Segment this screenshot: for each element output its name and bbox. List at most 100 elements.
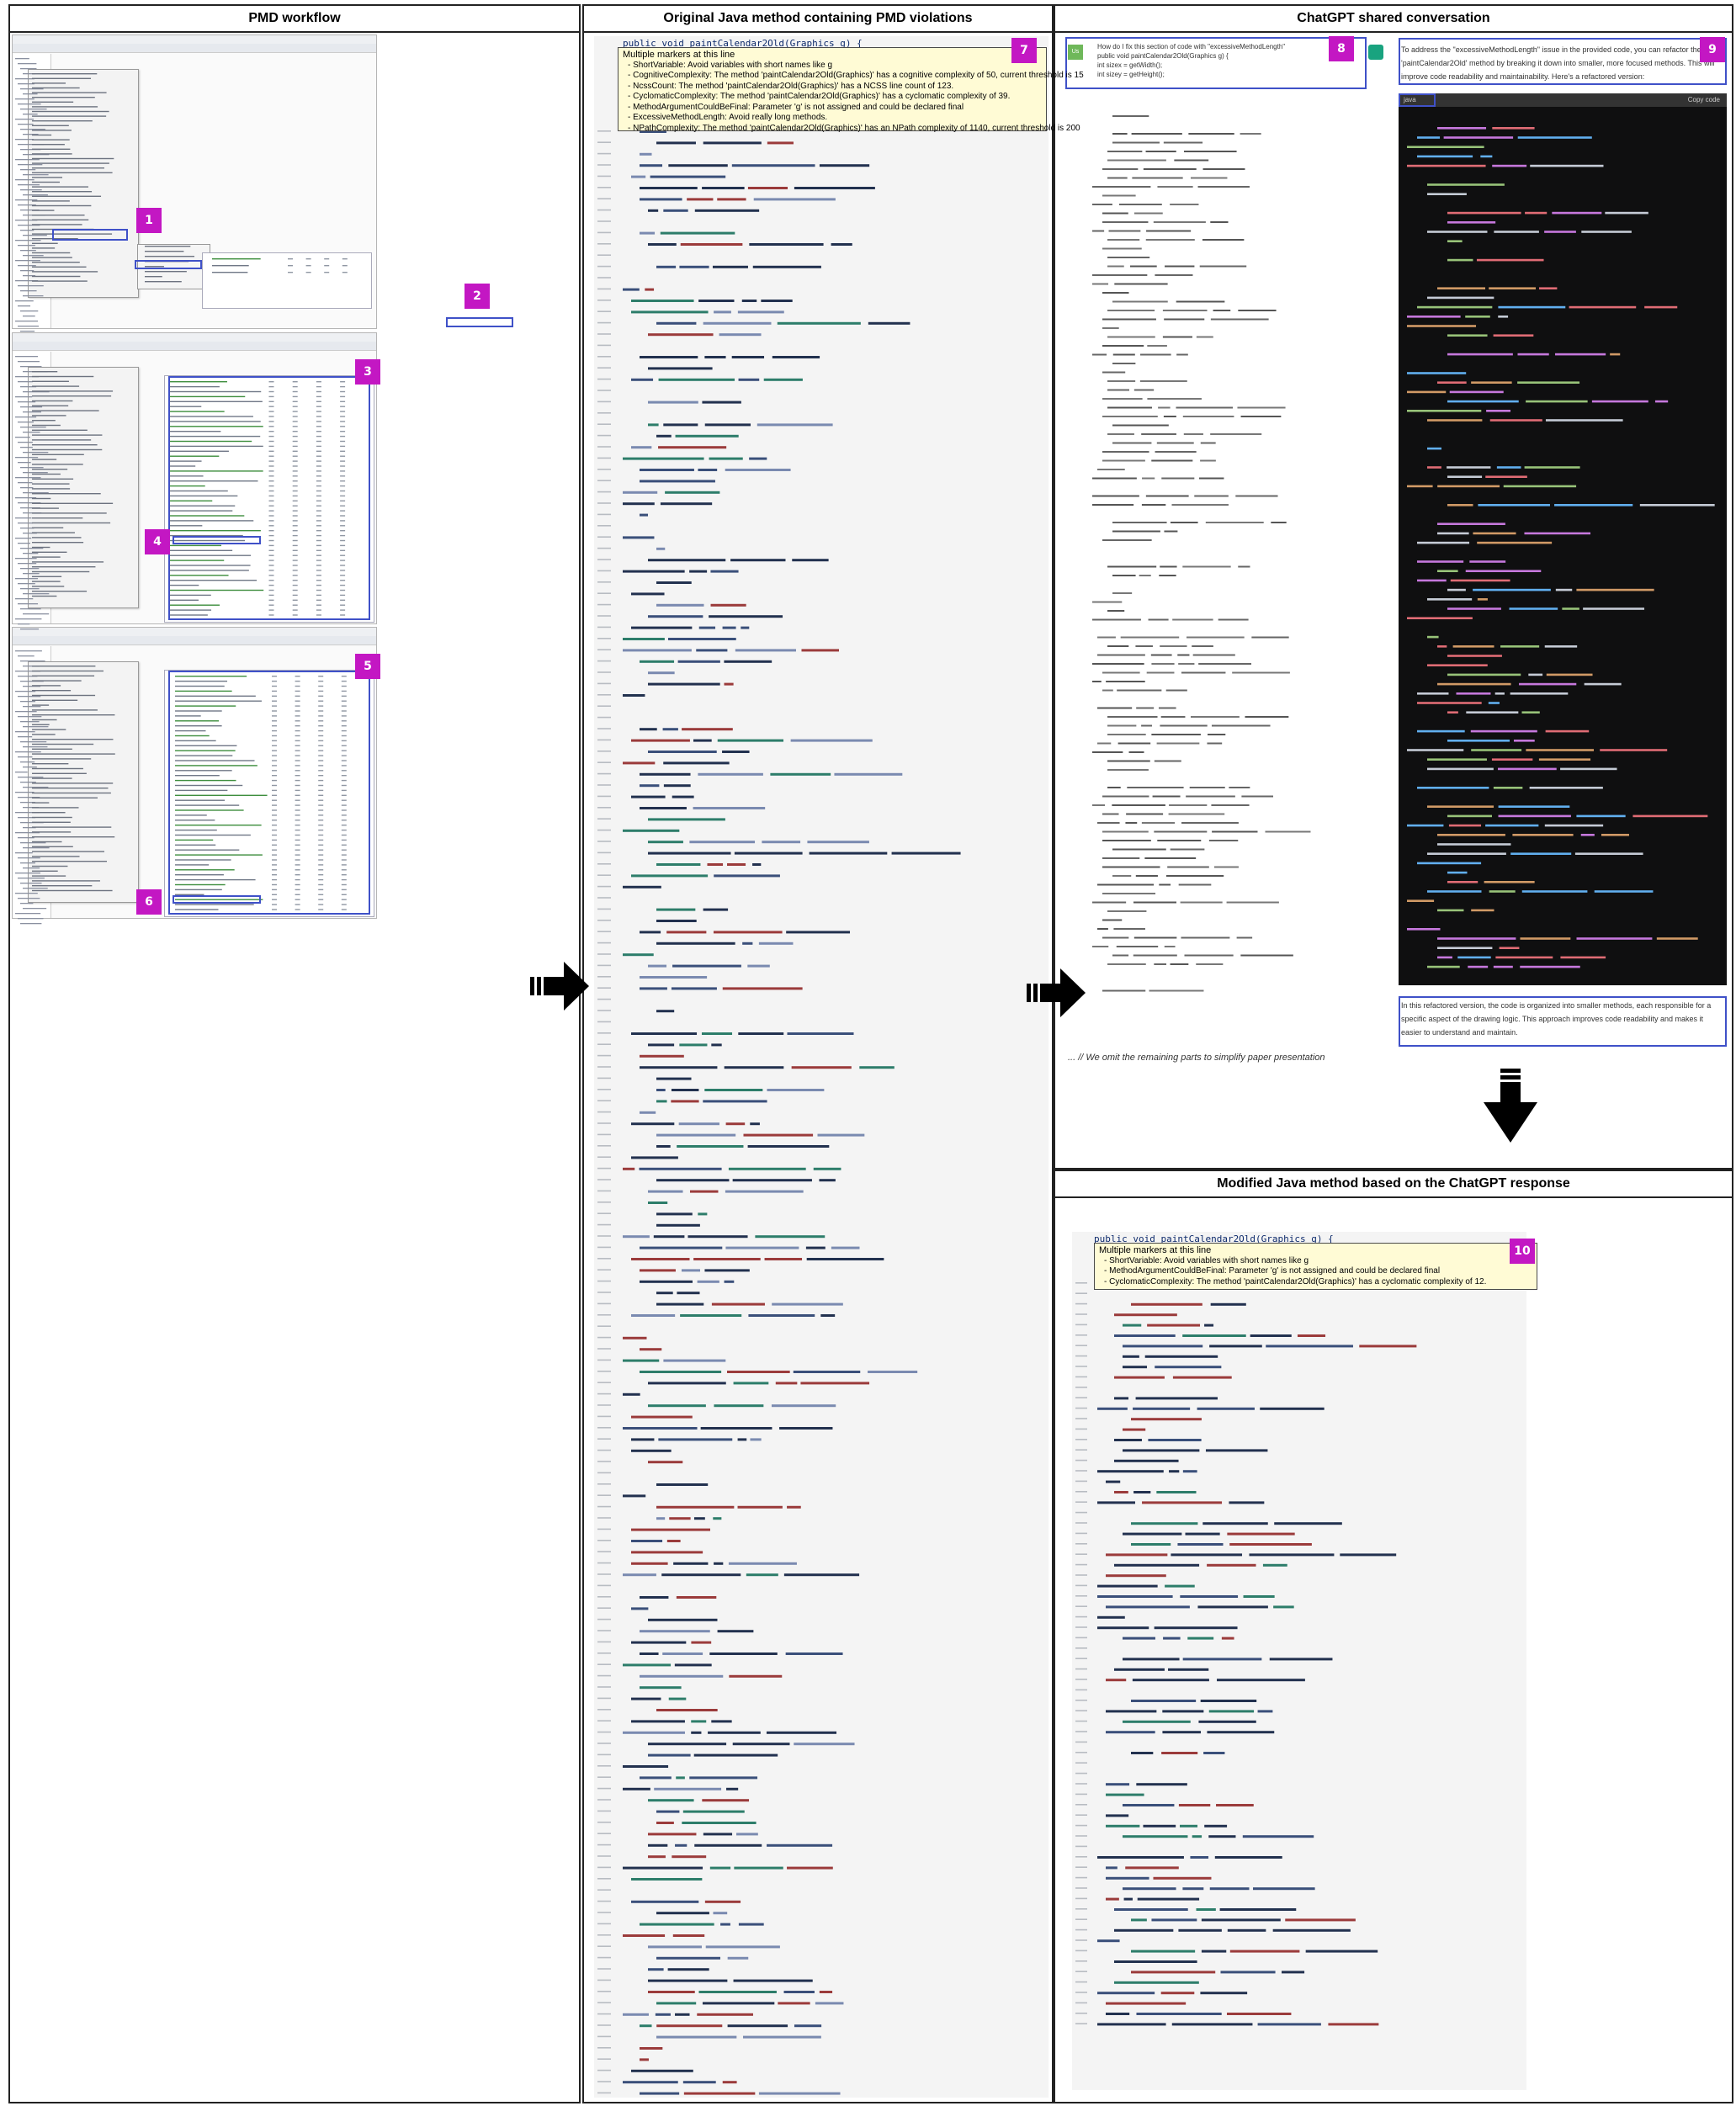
code-token	[1581, 231, 1632, 233]
line-number	[597, 559, 611, 560]
code-token	[668, 1697, 687, 1700]
line-number	[597, 1280, 611, 1282]
code-token	[631, 300, 694, 302]
code-token	[794, 187, 875, 189]
code-token	[738, 1923, 764, 1926]
code-token	[1129, 265, 1157, 268]
code-token	[631, 795, 666, 798]
code-token	[1221, 1637, 1234, 1640]
code-token	[1112, 353, 1135, 356]
code-token	[1493, 334, 1534, 337]
line-number	[597, 1584, 611, 1587]
code-token	[689, 1776, 758, 1780]
code-token	[698, 469, 718, 471]
code-token	[1437, 937, 1516, 940]
code-token	[755, 1235, 826, 1239]
code-token	[750, 1122, 760, 1126]
code-token	[713, 931, 783, 934]
code-token	[1181, 822, 1239, 824]
line-number	[1075, 1845, 1087, 1848]
line-number	[597, 1314, 611, 1316]
code-token	[691, 1641, 712, 1644]
line-number	[1075, 1522, 1087, 1524]
code-token	[1196, 336, 1213, 338]
code-token	[1273, 1605, 1294, 1609]
code-token	[1252, 1887, 1315, 1891]
copy-code-button[interactable]: Copy code	[1687, 96, 1720, 103]
code-token	[1632, 814, 1708, 818]
code-token	[623, 1663, 672, 1667]
code-token	[648, 1743, 727, 1746]
code-token	[648, 1618, 718, 1621]
code-token	[1576, 814, 1626, 818]
code-token	[1151, 734, 1201, 735]
code-token	[752, 863, 762, 866]
code-token	[1164, 530, 1178, 533]
code-token	[703, 1100, 767, 1103]
code-token	[1097, 1992, 1155, 1995]
code-token	[1107, 716, 1158, 718]
code-token	[1242, 1835, 1314, 1838]
code-token	[1249, 1553, 1335, 1557]
line-number	[597, 1709, 611, 1711]
code-token	[702, 1799, 750, 1802]
code-token	[1092, 230, 1105, 232]
line-number	[1075, 1752, 1087, 1753]
code-token	[1097, 1407, 1128, 1410]
code-token	[785, 1652, 843, 1655]
code-token	[1182, 1470, 1197, 1473]
line-number	[1075, 2013, 1087, 2014]
user-question: How do I fix this section of code with "…	[1097, 42, 1350, 79]
code-token	[1097, 822, 1120, 824]
line-number	[1075, 1793, 1087, 1796]
code-token	[1106, 681, 1145, 682]
line-number	[597, 1461, 611, 1462]
line-number	[597, 254, 611, 256]
code-token	[1106, 2002, 1187, 2005]
line-number	[597, 942, 611, 944]
code-token	[679, 265, 709, 268]
code-token	[1407, 485, 1433, 488]
line-number	[597, 603, 611, 606]
code-token	[1269, 1658, 1333, 1661]
question-line: How do I fix this section of code with "…	[1097, 43, 1286, 50]
code-token	[1102, 416, 1158, 417]
line-number	[597, 130, 611, 132]
code-token	[656, 547, 666, 550]
code-token	[656, 2035, 737, 2039]
code-token	[1437, 485, 1500, 488]
code-token	[693, 807, 766, 809]
code-token	[1097, 928, 1108, 930]
code-token	[1437, 834, 1505, 836]
code-token	[1106, 1480, 1121, 1483]
code-token	[1417, 136, 1441, 139]
code-token	[623, 1731, 685, 1734]
code-token	[1494, 692, 1505, 695]
code-token	[687, 198, 714, 201]
code-token	[1174, 159, 1209, 162]
line-number	[597, 1743, 611, 1744]
code-token	[656, 1956, 720, 1960]
code-token	[1165, 265, 1195, 268]
code-token	[1143, 168, 1197, 170]
code-token	[1437, 287, 1486, 289]
code-token	[631, 175, 646, 178]
code-token	[1485, 824, 1539, 827]
code-token	[1494, 231, 1539, 233]
line-number	[597, 1167, 611, 1170]
code-token	[1544, 645, 1578, 648]
code-token	[1190, 716, 1240, 718]
tooltip-item: - CognitiveComplexity: The method 'paint…	[628, 71, 1084, 80]
code-token	[868, 1371, 918, 1373]
code-token	[1102, 168, 1139, 170]
code-token	[724, 682, 734, 686]
code-token	[1509, 607, 1558, 610]
line-number	[597, 367, 611, 369]
code-token	[680, 243, 743, 246]
line-number	[597, 705, 611, 707]
code-token	[1417, 702, 1482, 704]
code-token	[1131, 1700, 1197, 1702]
code-token	[1591, 400, 1648, 403]
code-token	[1437, 523, 1505, 525]
code-token	[733, 1382, 769, 1385]
